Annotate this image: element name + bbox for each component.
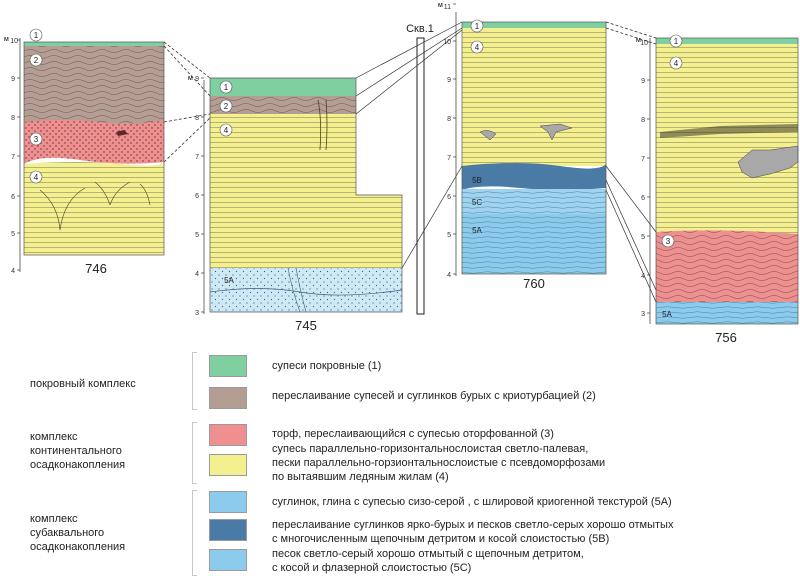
swatch-layer-2 xyxy=(209,387,247,409)
legend-item-text: песок светло-серый хорошо отмытый с щепо… xyxy=(272,548,584,574)
tick-label: 8 xyxy=(447,116,451,123)
tick-label: 6 xyxy=(641,195,645,202)
axis-unit-745: м xyxy=(188,75,193,82)
layer-label: 5C xyxy=(472,198,482,207)
swatch-layer-5a xyxy=(209,491,247,513)
layer-label: 4 xyxy=(34,173,39,182)
layer-label: 4 xyxy=(674,59,679,68)
layer-label: 3 xyxy=(34,135,39,144)
legend-item-text: супеси покровные (1) xyxy=(272,360,382,372)
tick-label: 7 xyxy=(11,154,15,161)
tick-label: 7 xyxy=(641,156,645,163)
layer-label: 5A xyxy=(472,226,482,235)
swatch-layer-5c xyxy=(209,549,247,571)
correlation-lines xyxy=(163,21,657,163)
layer-label: 5B xyxy=(472,176,482,185)
tick-label: 4 xyxy=(447,272,451,279)
tick-label: 8 xyxy=(195,115,199,122)
column-title-745: 745 xyxy=(295,318,317,333)
swatch-layer-4 xyxy=(209,454,247,476)
tick-label: 5 xyxy=(11,231,15,238)
layer-label: 5A xyxy=(662,310,672,319)
legend-group-subaqueous: комплекс субаквального осадконакопления xyxy=(30,513,126,553)
swatch-layer-3 xyxy=(209,424,247,446)
column-760 xyxy=(453,3,607,276)
tick-label: 5 xyxy=(641,234,645,241)
tick-label: 6 xyxy=(447,194,451,201)
legend-item-text: супесь параллельно-горизонтальнослоистая… xyxy=(272,443,606,483)
layer-label: 2 xyxy=(224,102,229,111)
tick-label: 3 xyxy=(195,310,199,317)
swatch-layer-1 xyxy=(209,355,247,377)
layer-label: 3 xyxy=(666,237,671,246)
connector-lines xyxy=(355,21,657,303)
layer-label: 4 xyxy=(224,126,229,135)
axis-unit-746: м xyxy=(4,36,9,43)
legend-bracket xyxy=(192,352,197,410)
tick-label: 9 xyxy=(641,78,645,85)
legend-item-text: переслаивание супесей и суглинков бурых … xyxy=(272,390,596,402)
legend-group-cover: покровный комплекс xyxy=(30,378,136,390)
axis-unit-760: м xyxy=(438,2,443,9)
column-746 xyxy=(17,28,165,272)
legend-item-text: торф, переслаивающийся с супесью оторфов… xyxy=(272,428,554,440)
tick-label: 7 xyxy=(195,154,199,161)
legend-bracket xyxy=(192,422,197,484)
tick-label: 9 xyxy=(11,76,15,83)
layer-label: 5A xyxy=(224,276,234,285)
swatch-layer-5b xyxy=(209,519,247,541)
column-title-746: 746 xyxy=(85,261,107,276)
column-title-760: 760 xyxy=(523,276,545,291)
layer-label: 1 xyxy=(674,37,679,46)
tick-label: 9 xyxy=(195,76,199,83)
tick-label: 10 xyxy=(10,38,18,45)
tick-label: 4 xyxy=(195,271,199,278)
axis-unit-756: м xyxy=(636,37,641,44)
layer-label: 4 xyxy=(475,43,480,52)
tick-label: 5 xyxy=(447,232,451,239)
column-title-756: 756 xyxy=(715,330,737,345)
tick-label: 6 xyxy=(195,193,199,200)
tick-label: 6 xyxy=(11,194,15,201)
layer-label: 1 xyxy=(34,31,39,40)
tick-label: 3 xyxy=(641,311,645,318)
tick-label: 4 xyxy=(11,268,15,275)
tick-label: 5 xyxy=(195,232,199,239)
layer-label: 1 xyxy=(475,22,480,31)
layer-label: 1 xyxy=(224,83,229,92)
tick-label: 10 xyxy=(640,40,648,47)
legend-item-text: суглинок, глина с супесью сизо-серой , с… xyxy=(272,496,672,508)
column-745 xyxy=(201,77,403,314)
legend-bracket xyxy=(192,490,197,576)
tick-label: 11 xyxy=(444,4,451,11)
well-bar xyxy=(416,37,425,315)
legend-item-text: переслаивание суглинков ярко-бурых и пес… xyxy=(272,519,674,545)
tick-label: 4 xyxy=(641,273,645,280)
stratigraphic-diagram: м м м м 4 5 6 7 8 9 10 3 4 5 6 7 8 9 4 5… xyxy=(4,2,799,345)
column-756 xyxy=(647,34,799,325)
tick-label: 8 xyxy=(641,117,645,124)
tick-label: 9 xyxy=(447,77,451,84)
tick-label: 7 xyxy=(447,155,451,162)
well-label: Скв.1 xyxy=(406,23,434,35)
layer-label: 2 xyxy=(34,56,39,65)
legend-group-continental: комплекс континентального осадконакоплен… xyxy=(30,431,126,471)
tick-label: 8 xyxy=(11,115,15,122)
tick-label: 10 xyxy=(443,39,451,46)
